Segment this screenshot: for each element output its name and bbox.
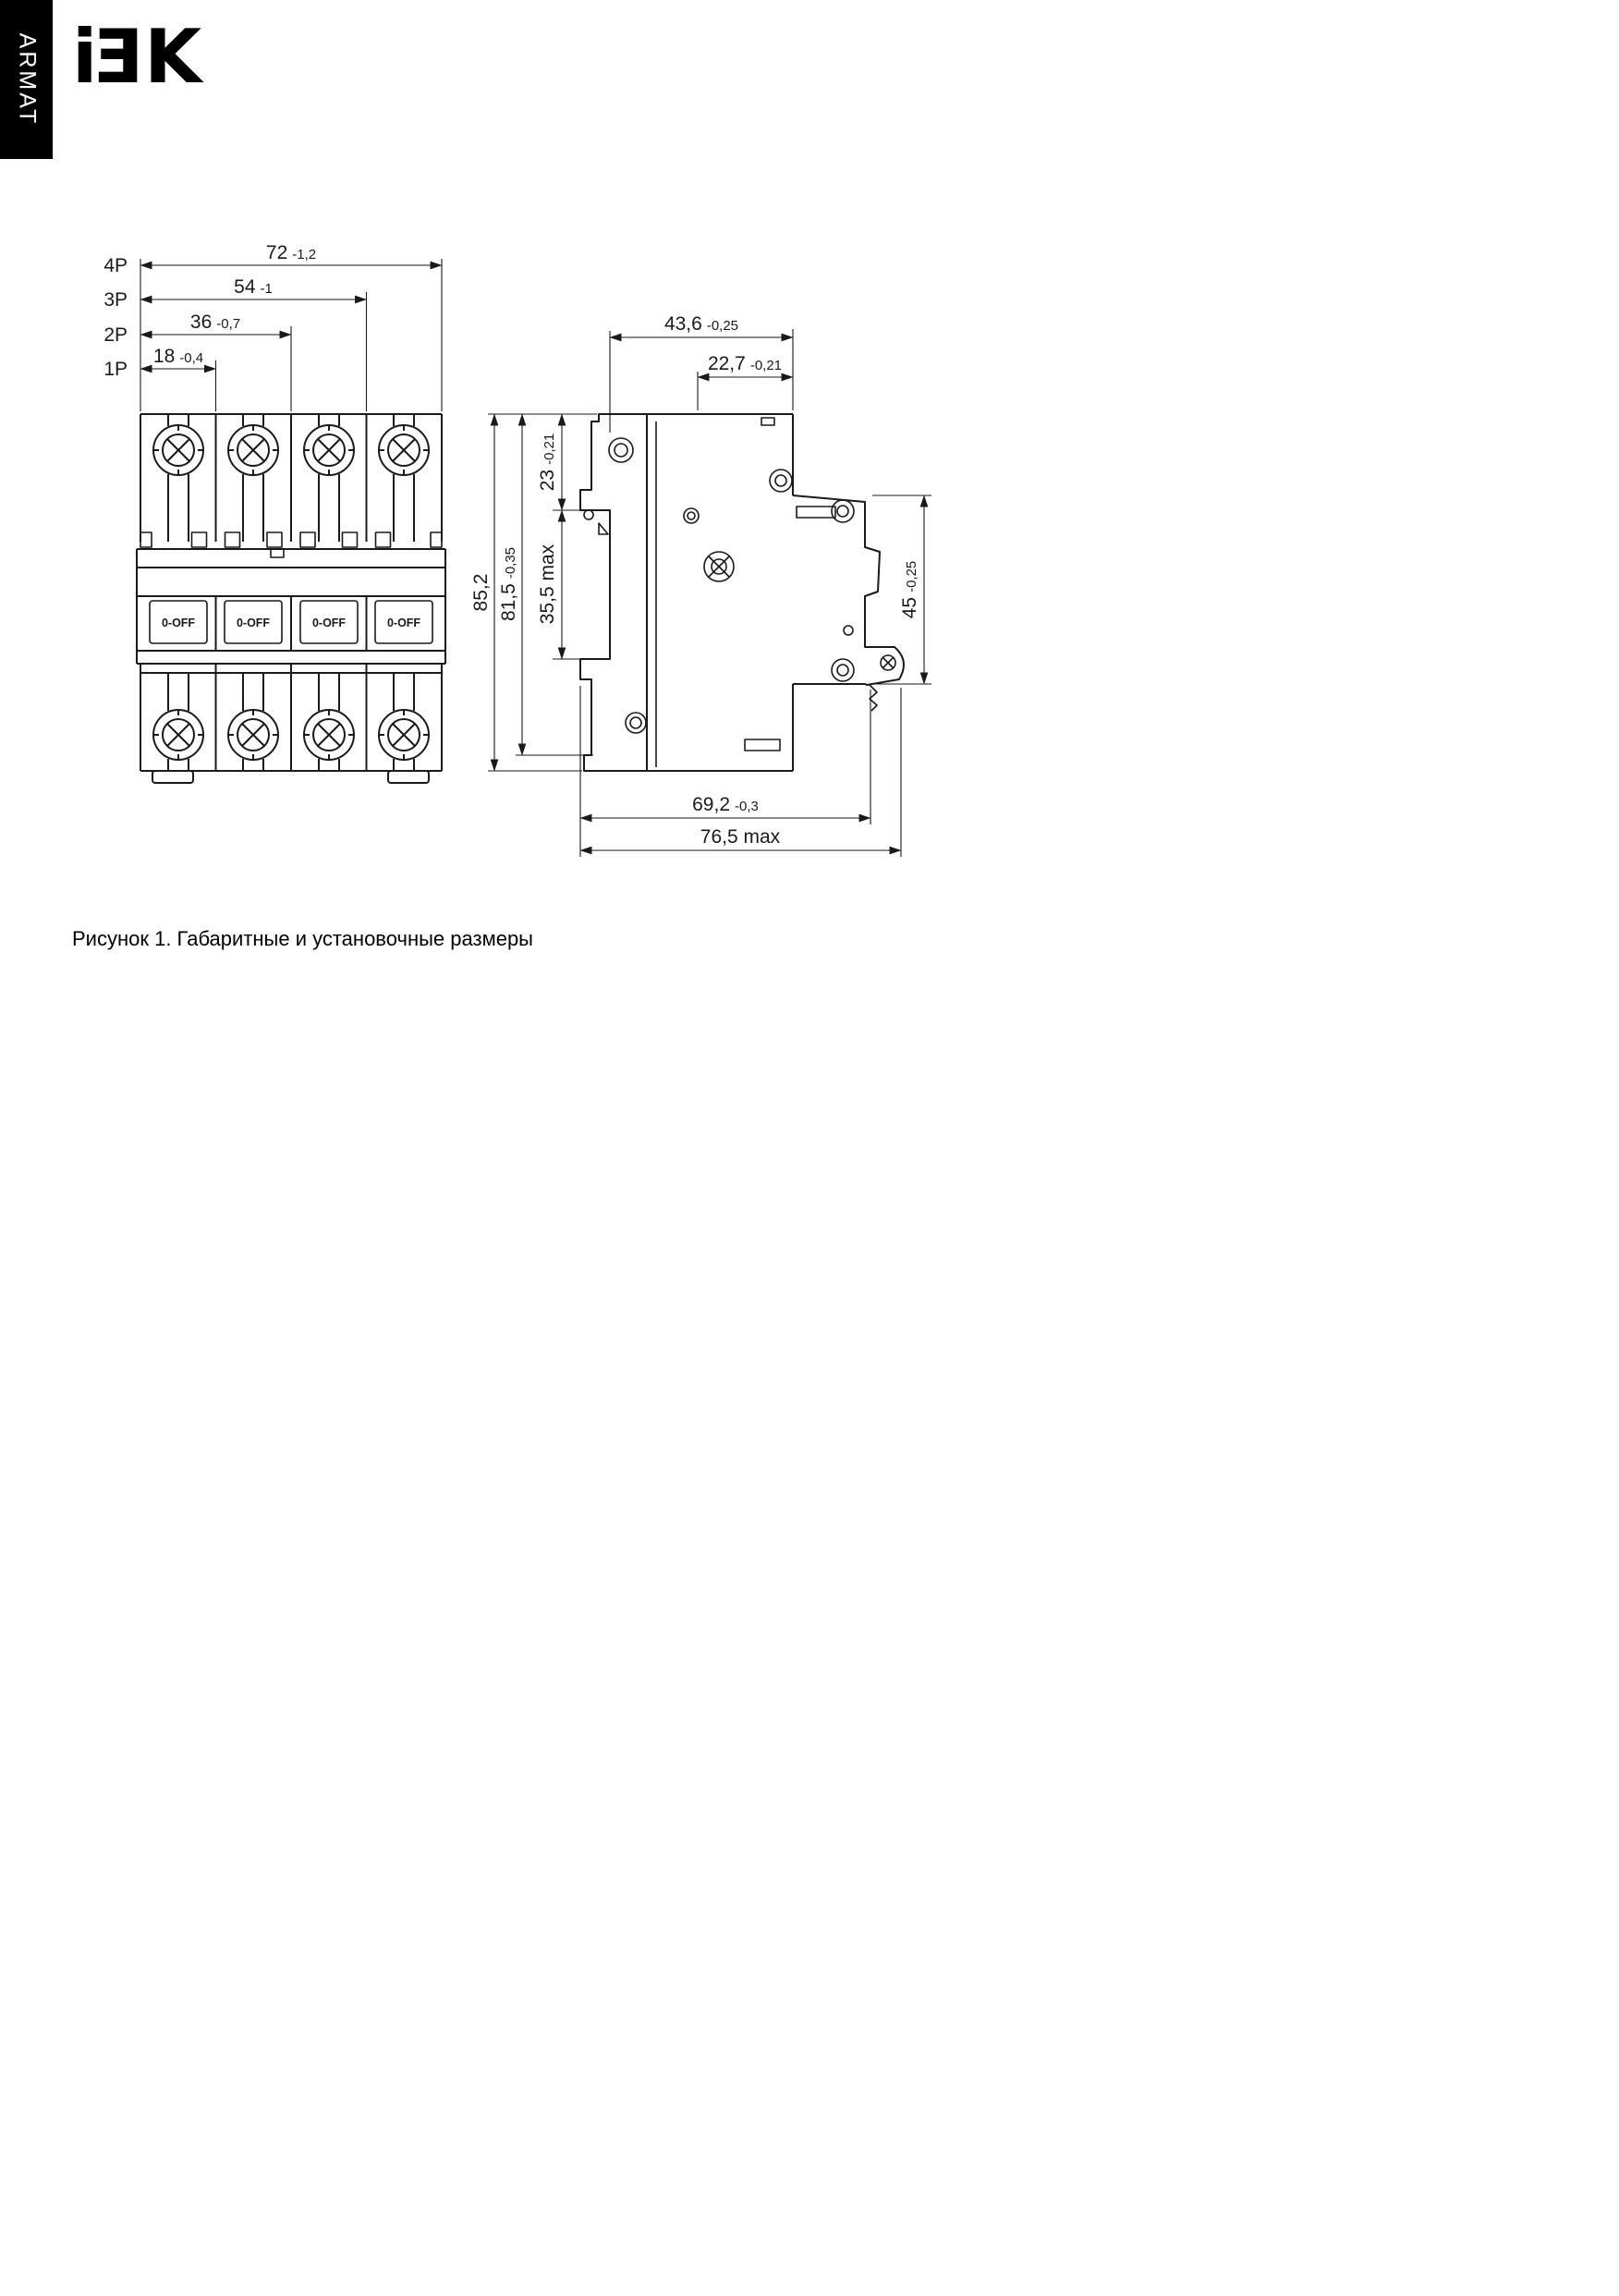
side-view-details bbox=[583, 417, 896, 767]
pole-label-3p: 3P bbox=[103, 289, 128, 311]
dim-35-5: 35,5 max bbox=[537, 509, 566, 660]
dim-2p: 2P 36-0,7 bbox=[103, 311, 292, 346]
dim-35-5-label: 35,5 max bbox=[537, 543, 558, 624]
dim-4p: 4P 72-1,2 bbox=[103, 242, 443, 276]
dim-3p-label: 54-1 bbox=[234, 276, 273, 298]
iek-logo: iEK bbox=[72, 14, 201, 100]
dim-85-2: 85,2 bbox=[470, 413, 499, 772]
figure-caption: Рисунок 1. Габаритные и установочные раз… bbox=[72, 927, 533, 950]
din-clip-left bbox=[152, 770, 194, 784]
din-clip-right bbox=[387, 770, 430, 784]
dim-22-7-label: 22,7-0,21 bbox=[708, 353, 782, 374]
dim-22-7: 22,7-0,21 bbox=[697, 353, 794, 382]
front-view-dimensions: 4P 72-1,2 3P 54-1 2P 36-0,7 1P 18-0,4 bbox=[103, 242, 443, 411]
dim-23-label: 23-0,21 bbox=[537, 434, 558, 492]
dim-69-2-label: 69,2-0,3 bbox=[692, 794, 759, 815]
dim-23: 23-0,21 bbox=[537, 413, 566, 511]
dim-3p: 3P 54-1 bbox=[103, 276, 368, 311]
side-view: 43,6-0,25 22,7-0,21 85,2 81,5-0,35 23-0,… bbox=[470, 313, 931, 857]
dim-43-6: 43,6-0,25 bbox=[609, 313, 794, 342]
side-view-dimensions: 43,6-0,25 22,7-0,21 85,2 81,5-0,35 23-0,… bbox=[470, 313, 931, 857]
dim-1p: 1P 18-0,4 bbox=[103, 346, 217, 380]
pole-label-4p: 4P bbox=[103, 255, 128, 276]
dim-76-5: 76,5 max bbox=[579, 826, 902, 855]
dim-81-5: 81,5-0,35 bbox=[498, 413, 527, 756]
din-latch-pin bbox=[880, 654, 896, 671]
dim-43-6-label: 43,6-0,25 bbox=[664, 313, 738, 335]
pole-label-2p: 2P bbox=[103, 324, 128, 346]
dim-4p-label: 72-1,2 bbox=[266, 242, 316, 263]
logo-letter-k: K bbox=[144, 14, 201, 100]
dim-45-label: 45-0,25 bbox=[899, 561, 920, 619]
dim-2p-label: 36-0,7 bbox=[190, 311, 240, 333]
dim-85-2-label: 85,2 bbox=[470, 574, 492, 612]
side-view-outline bbox=[579, 413, 905, 772]
latch-spring bbox=[869, 684, 878, 712]
dim-69-2: 69,2-0,3 bbox=[579, 794, 871, 823]
logo-letter-i: i bbox=[72, 14, 97, 100]
dim-76-5-label: 76,5 max bbox=[700, 826, 781, 848]
front-view-outline bbox=[136, 413, 446, 784]
brand-sidebar: ARMAT bbox=[0, 0, 53, 159]
technical-drawing: 0-OFF bbox=[103, 242, 931, 857]
dim-45: 45-0,25 bbox=[899, 495, 929, 685]
dim-1p-label: 18-0,4 bbox=[153, 346, 203, 367]
front-view: 4P 72-1,2 3P 54-1 2P 36-0,7 1P 18-0,4 bbox=[103, 242, 446, 784]
dim-81-5-label: 81,5-0,35 bbox=[498, 547, 519, 621]
pole-label-1p: 1P bbox=[103, 359, 128, 380]
